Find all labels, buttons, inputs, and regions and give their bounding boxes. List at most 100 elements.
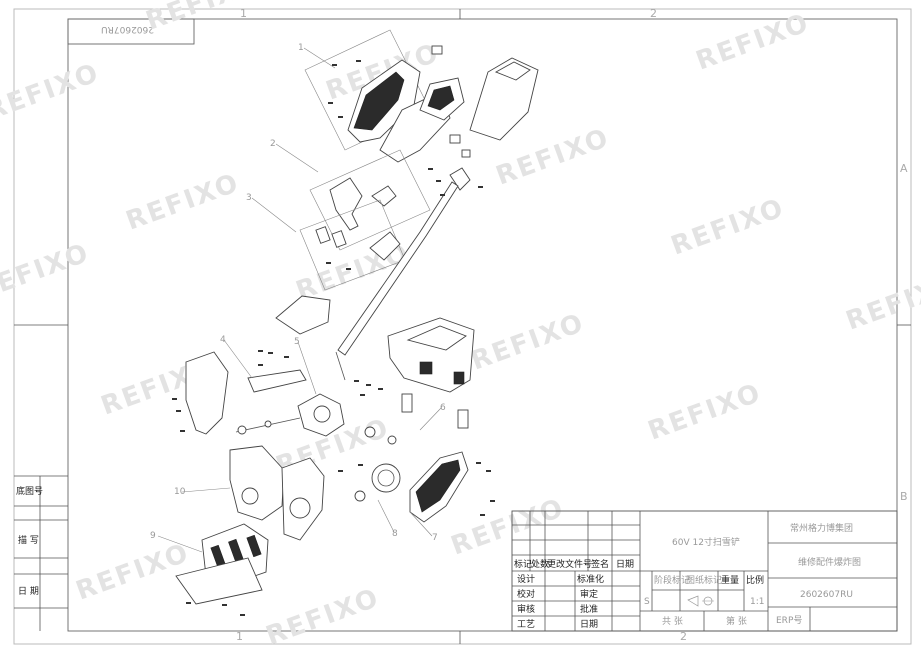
drawing-title: 维修配件爆炸图 [798,556,861,568]
material-mark: 图纸标记 [686,574,722,586]
clamp-plate [369,231,401,261]
zone-mark-bottom: 1 [236,630,243,643]
header-mark: 标记 [514,558,532,570]
switch-button [431,45,443,55]
watermark: REFIXO [122,168,244,237]
side-label-column: 底图号 描 写 日 期 [14,475,68,631]
screw-block [461,149,471,158]
gear [364,426,376,438]
scale-label: 比例 [746,574,764,586]
wear-strip [401,393,413,413]
callout-label: 4 [220,335,226,345]
washer [237,425,247,435]
header-change-doc: 更改文件号 [547,558,592,570]
code-box [67,18,195,45]
watermark: REFIXO [0,58,104,127]
zone-mark-a: A [900,162,908,175]
callout-label: 1 [298,43,304,53]
callout-label: 10 [174,487,186,497]
callout-leader [377,499,395,533]
handle-tube [337,181,459,356]
callout-label: 9 [150,531,156,541]
role-authorize: 批准 [580,603,598,615]
wear-strip [457,409,469,429]
side-label-ledger: 底图号 [16,485,43,497]
housing-bearing [241,487,259,505]
mirrored-drawing-code: 2602607RU [101,24,154,34]
lower-handle-group [299,199,406,291]
motor-fan [313,405,331,423]
callout-label: 2 [270,139,276,149]
role-standard: 标准化 [577,573,604,585]
tube-end [335,351,346,381]
bushing [331,230,347,248]
zone-mark-bottom-2: 2 [680,630,687,643]
watermark: REFIXO [644,378,766,447]
role-date: 日期 [580,619,598,630]
chute-top [406,325,467,351]
scale-value: 1:1 [750,597,764,607]
auger-blade [246,534,262,558]
pulley-hub [377,469,395,487]
handle-clamp [329,177,363,231]
belt-inner [415,459,461,513]
callout-leader [157,535,203,553]
callout-leader [303,47,336,69]
side-label-date: 日 期 [18,586,39,597]
chute-vent [453,371,465,385]
watermark: REFIXO [467,308,589,377]
watermark: REFIXO [667,193,789,262]
weight-label: 重量 [721,574,739,586]
auger-housing [229,445,285,521]
bushing [315,226,331,244]
header-sign: 签名 [591,558,609,570]
callout-leader [297,341,317,395]
stage-value: S [644,597,650,607]
exploded-view: 1 2 3 4 5 6 7 8 9 10 [150,29,539,616]
company-name: 常州格力博集团 [790,522,853,534]
battery-contacts [427,85,455,111]
scraper-bar [175,557,263,605]
product-name: 60V 12寸扫雪铲 [672,536,740,548]
battery-compartment [469,57,539,141]
callout-label: 3 [246,193,252,203]
zone-mark-2: 2 [650,7,657,20]
washer [264,420,272,428]
callout-leader [419,407,442,431]
callout-leader [251,197,297,233]
callout-label: 6 [440,403,446,413]
battery-latch [494,61,531,81]
fasteners [172,60,495,616]
large-pulley [371,463,401,493]
chute-vent [419,361,433,375]
sheet-number: 第 张 [726,615,747,627]
small-pulley [354,490,366,502]
belt-cover-left [185,351,229,435]
zone-mark-b: B [900,490,908,503]
role-design: 设计 [517,573,535,585]
screw-block [449,134,461,144]
role-review: 审核 [517,603,535,615]
outer-border [13,8,912,645]
callout-label: 5 [294,337,300,347]
stage-mark: 阶段标记 [654,574,690,586]
role-check: 校对 [517,588,535,600]
sheet-count: 共 张 [662,616,683,627]
drive-pulley [289,497,311,519]
deflector-shroud [275,295,331,335]
watermark: REFIXO [492,123,614,192]
clamp-knob [371,185,397,207]
watermark: REFIXO [447,493,569,562]
zone-mark-1: 1 [240,7,247,20]
role-process: 工艺 [517,619,535,630]
header-date: 日期 [616,559,634,570]
watermark: REFIXO [692,8,814,77]
gear [387,435,397,445]
drawing-number: 2602607RU [800,590,853,600]
watermark: REFIXO [72,538,194,607]
projection-symbol-icon [687,595,714,607]
motor-bracket [247,369,307,393]
callout-label: 7 [432,533,438,543]
callout-leader [409,511,433,537]
